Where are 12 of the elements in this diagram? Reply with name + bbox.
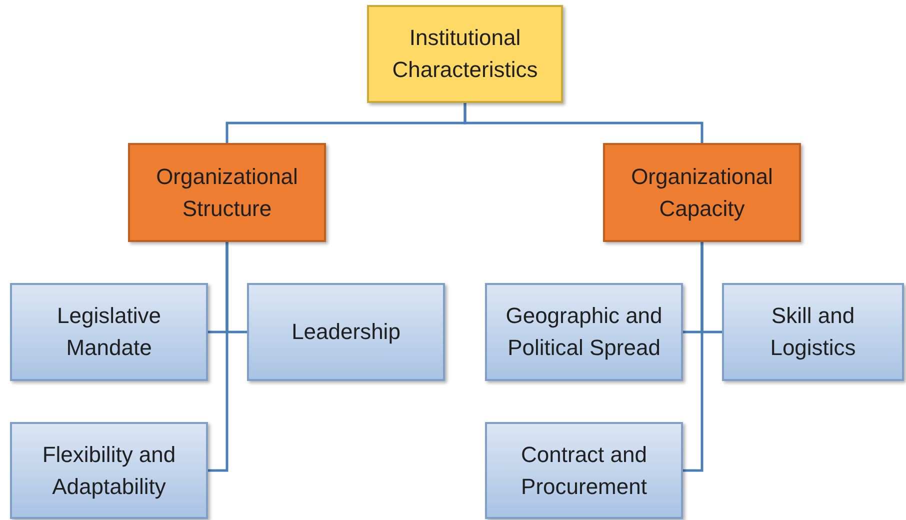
item-box: Leadership <box>247 283 445 381</box>
category-box: Organizational Capacity <box>603 143 801 242</box>
category-box: Organizational Structure <box>128 143 326 242</box>
item-box: Flexibility and Adaptability <box>10 422 208 519</box>
item-box: Legislative Mandate <box>10 283 208 381</box>
item-box: Contract and Procurement <box>485 422 683 519</box>
item-box: Skill and Logistics <box>722 283 904 381</box>
connector-line <box>464 103 704 143</box>
connector-line <box>683 242 704 472</box>
connector-line <box>208 242 228 472</box>
item-box: Geographic and Political Spread <box>485 283 683 381</box>
root-box: Institutional Characteristics <box>367 5 563 103</box>
